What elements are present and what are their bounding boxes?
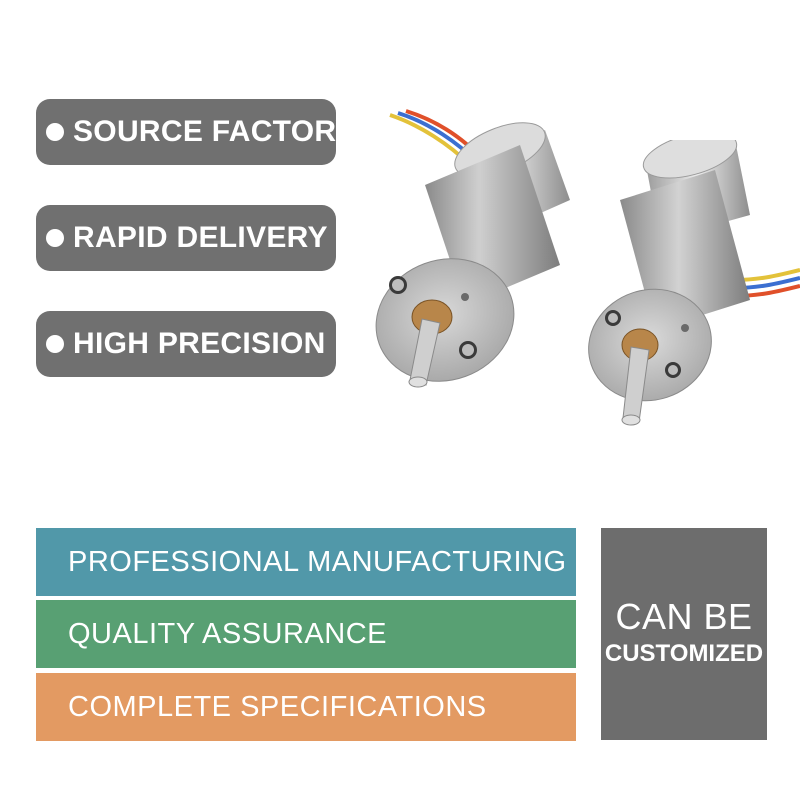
band-professional-manufacturing: PROFESSIONAL MANUFACTURING xyxy=(36,528,576,596)
feature-label: RAPID DELIVERY xyxy=(73,221,328,254)
feature-pill-high-precision: HIGH PRECISION xyxy=(36,311,336,377)
band-label: QUALITY ASSURANCE xyxy=(68,617,388,650)
band-quality-assurance: QUALITY ASSURANCE xyxy=(36,600,576,668)
custom-line-2: CUSTOMIZED xyxy=(604,640,764,667)
feature-label: HIGH PRECISION xyxy=(73,327,326,360)
band-label: PROFESSIONAL MANUFACTURING xyxy=(68,545,567,578)
feature-pill-source-factory: SOURCE FACTORY xyxy=(36,99,355,165)
bullet-dot-icon xyxy=(46,335,64,353)
customization-badge: CAN BE CUSTOMIZED xyxy=(601,528,767,740)
bullet-dot-icon xyxy=(46,229,64,247)
band-label: COMPLETE SPECIFICATIONS xyxy=(68,690,487,723)
gear-motor-image xyxy=(588,140,800,426)
custom-line-1: CAN BE xyxy=(615,596,753,637)
feature-label: SOURCE FACTORY xyxy=(73,115,356,148)
band-complete-specifications: COMPLETE SPECIFICATIONS xyxy=(36,673,576,741)
gear-motor-image xyxy=(375,109,570,388)
bullet-dot-icon xyxy=(46,123,64,141)
feature-pill-rapid-delivery: RAPID DELIVERY xyxy=(36,205,336,271)
